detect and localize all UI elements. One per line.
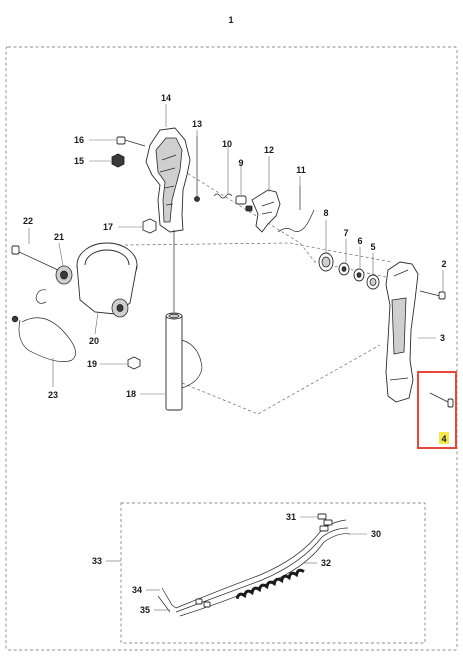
bolt-part-4	[429, 392, 454, 408]
callout-4: 4	[441, 434, 446, 444]
callout-32: 32	[321, 558, 331, 568]
callout-18: 18	[126, 389, 136, 399]
callout-labels: 14 16 15 13 10 9 12 11 8 7 6 5 2 3 4 17 …	[23, 93, 447, 615]
washer-part-7	[338, 262, 350, 276]
knob-part-21	[55, 265, 73, 285]
page-title: 1	[228, 15, 233, 25]
callout-3: 3	[440, 333, 445, 343]
callout-34: 34	[132, 585, 142, 595]
callout-17: 17	[103, 222, 113, 232]
outer-frame	[5, 46, 458, 651]
highlight-box	[417, 371, 457, 449]
callout-10: 10	[222, 139, 232, 149]
highlight-label-bg	[439, 432, 449, 444]
nut-part-15	[111, 153, 125, 168]
switch-part-8	[318, 220, 334, 272]
screw-part-16	[116, 136, 146, 147]
callout-7: 7	[343, 228, 348, 238]
callout-5: 5	[370, 242, 375, 252]
throttle-trigger-part-12	[251, 189, 281, 233]
callout-15: 15	[74, 156, 84, 166]
callout-23: 23	[48, 390, 58, 400]
callout-22: 22	[23, 216, 33, 226]
callout-14: 14	[161, 93, 171, 103]
spring-part-9-10	[213, 193, 253, 212]
screw-part-2	[419, 290, 446, 300]
connector-part-31	[317, 513, 333, 532]
washer-part-6	[353, 268, 365, 282]
leader-lines	[28, 104, 444, 611]
grommet-part-5	[366, 274, 380, 290]
callout-20: 20	[89, 336, 99, 346]
callout-30: 30	[371, 529, 381, 539]
callout-21: 21	[54, 232, 64, 242]
clamp-housing-part-20	[76, 242, 138, 318]
callout-31: 31	[286, 512, 296, 522]
callout-9: 9	[238, 158, 243, 168]
callout-8: 8	[323, 208, 328, 218]
callout-16: 16	[74, 135, 84, 145]
callout-19: 19	[87, 359, 97, 369]
pin-part-13	[194, 136, 200, 202]
callout-2: 2	[441, 259, 446, 269]
callout-33: 33	[92, 556, 102, 566]
terminal-part-34-35	[157, 587, 211, 613]
spring-wire-part-11	[277, 186, 315, 233]
callout-6: 6	[357, 236, 362, 246]
nut-part-17	[142, 218, 157, 234]
callout-11: 11	[296, 165, 306, 175]
rear-handle-part-3	[385, 261, 419, 403]
handle-housing-part	[145, 127, 191, 233]
strap-part-23	[11, 289, 76, 362]
bushing-part-19	[127, 356, 141, 370]
callout-35: 35	[140, 605, 150, 615]
shaft-tube-part-18	[165, 230, 203, 411]
harness-frame	[120, 502, 426, 644]
callout-12: 12	[264, 145, 274, 155]
callout-13: 13	[192, 119, 202, 129]
bolt-part-22	[11, 245, 59, 271]
